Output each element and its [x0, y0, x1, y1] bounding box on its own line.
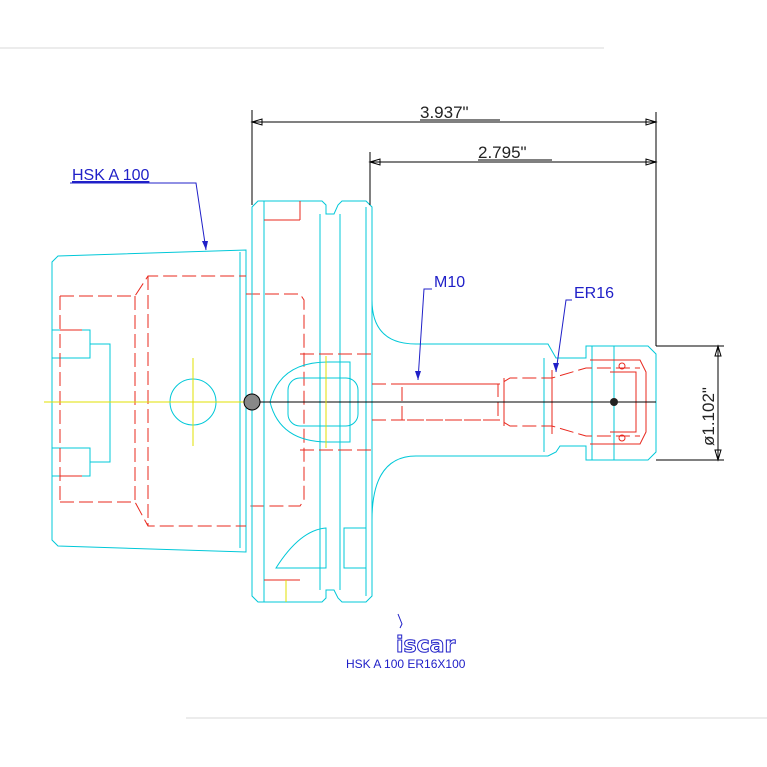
- diameter-dimension: ø1.102": [699, 387, 718, 446]
- collet-label: ER16: [574, 285, 614, 302]
- shank-hidden-lines: [59, 275, 305, 527]
- svg-text:iscar: iscar: [396, 633, 456, 658]
- shank-length-dimension: 2.795": [478, 143, 527, 162]
- hsk-shank-outline: [51, 249, 247, 553]
- center-axis: [44, 356, 656, 602]
- brand-logo: iscar: [396, 613, 456, 659]
- drawing-frame: [0, 47, 767, 719]
- thread-label: M10: [434, 274, 465, 291]
- annotation-leaders: [70, 182, 572, 381]
- dimension-lines: [250, 110, 724, 462]
- spindle-label: HSK A 100: [72, 167, 149, 184]
- part-number: HSK A 100 ER16X100: [346, 657, 466, 671]
- overall-length-dimension: 3.937": [420, 103, 469, 122]
